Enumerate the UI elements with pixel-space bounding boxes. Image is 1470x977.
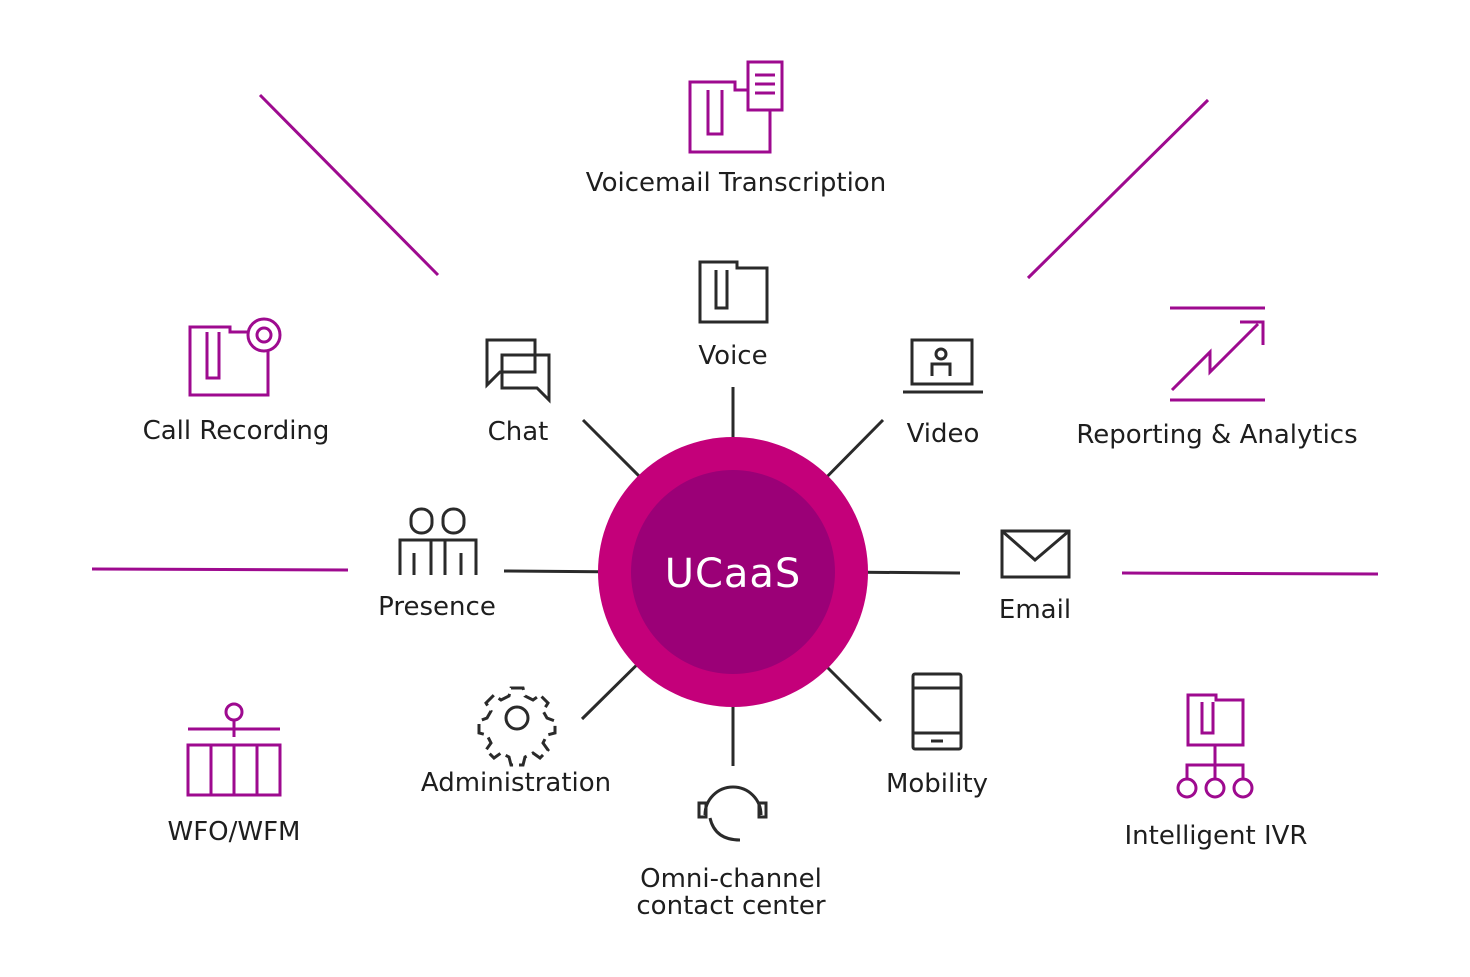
mobile-phone-icon bbox=[911, 672, 963, 751]
divider-line-left bbox=[91, 567, 349, 572]
label-administration: Administration bbox=[420, 768, 612, 798]
call-recording-icon bbox=[188, 317, 282, 397]
schedule-grid-icon bbox=[186, 702, 282, 797]
hub-inner-circle bbox=[631, 470, 835, 674]
label-intelligent-ivr: Intelligent IVR bbox=[1124, 821, 1308, 851]
envelope-icon bbox=[1000, 529, 1071, 579]
phone-icon bbox=[698, 260, 769, 324]
label-mobility: Mobility bbox=[885, 769, 989, 799]
label-wfo-wfm: WFO/WFM bbox=[167, 817, 301, 847]
label-reporting-analytics: Reporting & Analytics bbox=[1076, 420, 1358, 450]
trend-arrow-icon bbox=[1170, 306, 1265, 402]
divider-line-right bbox=[1121, 571, 1379, 576]
label-chat: Chat bbox=[487, 417, 549, 447]
hub-label: UCaaS bbox=[664, 551, 802, 597]
chat-bubbles-icon bbox=[485, 338, 551, 404]
label-voice: Voice bbox=[698, 341, 768, 371]
label-call-recording: Call Recording bbox=[142, 416, 330, 446]
divider-lines bbox=[91, 93, 1379, 576]
label-email: Email bbox=[998, 595, 1072, 625]
voicemail-transcription-icon bbox=[688, 60, 784, 154]
ivr-tree-icon bbox=[1176, 693, 1254, 799]
people-icon bbox=[398, 507, 478, 575]
video-conference-icon bbox=[903, 338, 983, 394]
label-video: Video bbox=[906, 419, 980, 449]
gear-icon bbox=[477, 686, 557, 767]
label-contact-center: Omni-channel contact center bbox=[636, 864, 826, 922]
label-voicemail-transcription: Voicemail Transcription bbox=[585, 168, 887, 198]
divider-line-top-left bbox=[258, 93, 440, 277]
label-presence: Presence bbox=[378, 592, 496, 622]
headset-icon bbox=[697, 785, 768, 842]
divider-line-top-right bbox=[1026, 98, 1210, 280]
